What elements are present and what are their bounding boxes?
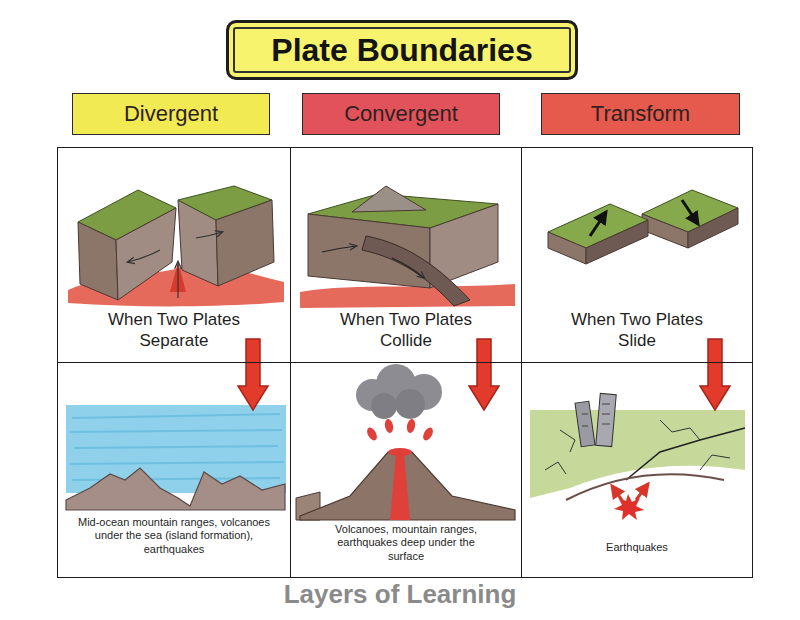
block-front: [216, 200, 274, 286]
boundary-caption: Mid-ocean mountain ranges, volcanoes und…: [74, 516, 274, 556]
crust-arc: [566, 474, 724, 500]
motion-arrow: [392, 258, 424, 278]
boundary-caption: When Two Plates Slide: [557, 310, 717, 351]
building-windows: [582, 404, 610, 426]
ash-cloud: [395, 389, 425, 419]
subducting-slab: [362, 236, 470, 306]
divergent-blocks: [68, 186, 284, 306]
transform-blocks: [548, 190, 738, 264]
down-arrow: [700, 339, 730, 410]
result-cell: Mid-ocean mountain ranges, volcanoes und…: [57, 362, 291, 578]
mid-ocean-ridge: [66, 405, 286, 510]
sea: [66, 405, 286, 493]
block-front: [548, 232, 586, 264]
lava-drop: [406, 418, 416, 433]
lava-conduit: [390, 452, 410, 520]
sea-floor: [66, 468, 285, 510]
boundary-name: Divergent: [124, 101, 218, 127]
lava-drop: [421, 426, 435, 442]
boundary-caption: When Two Plates Collide: [326, 310, 486, 351]
sea-texture: [70, 414, 284, 480]
building: [575, 401, 595, 447]
result-cell: Volcanoes, mountain ranges, earthquakes …: [290, 362, 522, 578]
boundary-header: Convergent: [302, 93, 500, 135]
block-front: [642, 214, 688, 248]
volcano-cone: [300, 452, 515, 520]
rise-arrow: [177, 262, 178, 298]
down-arrow: [469, 339, 499, 410]
boundary-caption: When Two Plates Separate: [94, 310, 254, 351]
boundary-name: Transform: [591, 101, 690, 127]
slide-arrow: [590, 212, 606, 236]
magma: [300, 284, 515, 308]
fault-line: [626, 428, 745, 480]
building: [596, 393, 616, 446]
boundary-caption: Earthquakes: [562, 541, 712, 554]
boundary-header: Transform: [541, 93, 740, 135]
lava-drop: [384, 418, 394, 433]
down-arrow: [238, 339, 268, 410]
ground: [530, 410, 745, 498]
motion-cell: When Two Plates Slide: [521, 147, 753, 363]
result-cell: Earthquakes: [521, 362, 753, 578]
convergent-blocks: [300, 186, 515, 308]
earthquake-scene: [530, 393, 745, 520]
wave-arrow: [612, 486, 622, 500]
boundary-caption: Volcanoes, mountain ranges, earthquakes …: [321, 523, 491, 563]
block-front: [78, 222, 118, 300]
motion-cell: When Two Plates Separate: [57, 147, 291, 363]
ground-crack: [545, 420, 730, 474]
motion-arrow: [322, 246, 356, 252]
boundary-name: Convergent: [344, 101, 458, 127]
block-side: [688, 208, 738, 248]
title-box: Plate Boundaries: [226, 20, 578, 80]
watermark: Layers of Learning: [284, 580, 517, 610]
diagram-title: Plate Boundaries: [271, 32, 532, 69]
motion-arrow: [128, 250, 160, 262]
lava-drop: [365, 426, 379, 442]
lava-top: [388, 448, 412, 456]
focus-burst: [614, 494, 644, 520]
wave-arrow: [636, 484, 648, 500]
slide-arrow: [682, 200, 698, 224]
motion-cell: When Two Plates Collide: [290, 147, 522, 363]
mountain-ridge: [352, 186, 426, 212]
motion-arrow: [196, 232, 222, 238]
block-side: [116, 208, 176, 300]
boundary-header: Divergent: [72, 93, 270, 135]
ash-cloud: [371, 393, 397, 419]
